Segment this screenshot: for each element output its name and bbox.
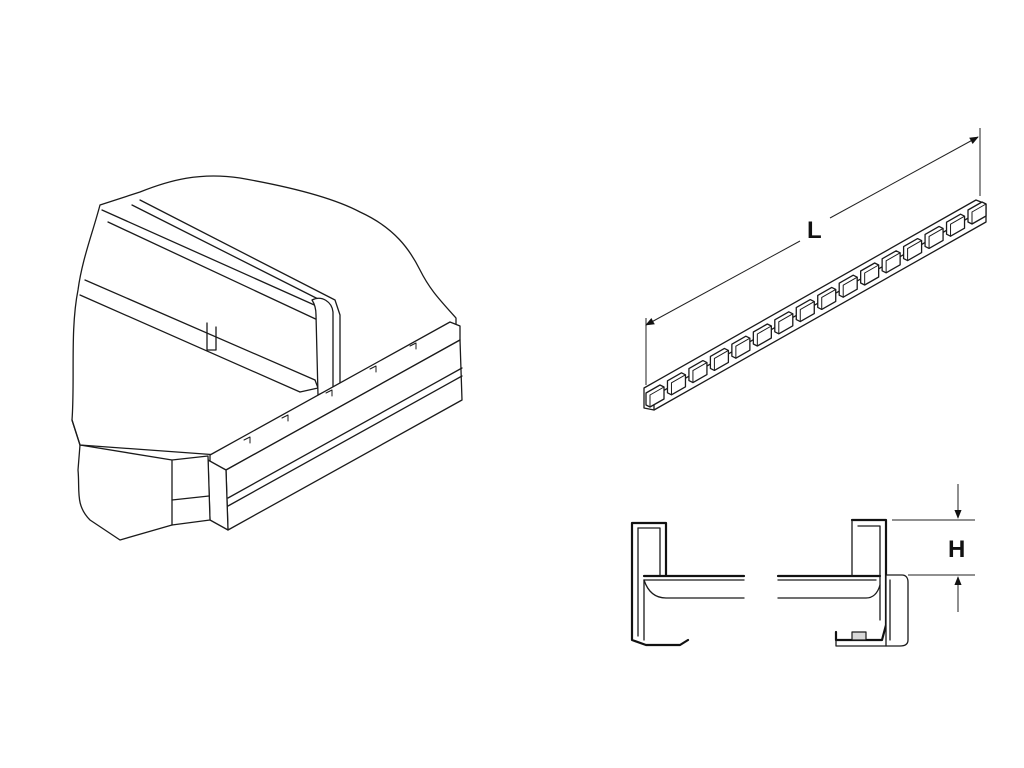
divider-slot (206, 322, 217, 351)
rail-tooth (666, 372, 687, 396)
rail-teeth (645, 201, 987, 408)
rail-tooth-edge (799, 301, 815, 323)
left-profile (630, 521, 690, 647)
drawer-back-panel (71, 175, 457, 456)
rail-tooth-edge (971, 203, 987, 225)
rail-tooth-edge (821, 288, 837, 310)
length-dimension-line-2 (829, 136, 979, 219)
length-dimension-line-1 (645, 240, 801, 326)
rail-tooth-edge (692, 362, 708, 384)
rail-tooth (924, 225, 944, 250)
height-label: H (948, 536, 965, 563)
rail-tooth-edge (735, 337, 751, 359)
rail-tooth-edge (950, 215, 966, 237)
rail-tooth-edge (713, 349, 729, 371)
rail-tooth (860, 262, 880, 286)
rail-tooth (795, 298, 815, 323)
rail-tooth-edge (756, 325, 772, 347)
rail-end-cap (207, 459, 229, 531)
rail-tooth-edge (649, 386, 665, 408)
rail-tooth-edge (907, 240, 923, 262)
rail-length-view: L (643, 128, 987, 411)
rail-tooth-edge (670, 374, 686, 396)
rail-tooth-edge (885, 252, 901, 274)
rail-tooth-edge (864, 264, 880, 286)
rail-tooth (731, 335, 751, 359)
cross-section-view: H (630, 484, 975, 647)
right-profile (834, 518, 888, 642)
front-insert (885, 574, 909, 647)
isometric-drawer-view (71, 175, 463, 541)
rail-tooth-edge (842, 276, 858, 298)
length-label: L (807, 217, 822, 244)
rail-tooth-edge (778, 313, 794, 335)
clip (851, 631, 867, 641)
rail-tooth-edge (928, 227, 944, 249)
